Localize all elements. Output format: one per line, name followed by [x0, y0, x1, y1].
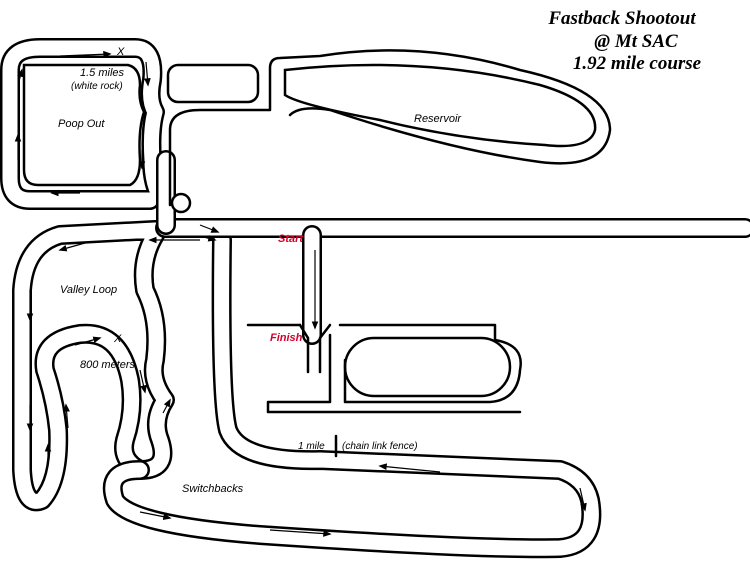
label-finish: Finish [270, 332, 303, 344]
label-1-5-miles: 1.5 miles [80, 67, 125, 79]
reservoir-road-outline [168, 49, 612, 207]
label-white-rock: (white rock) [71, 81, 123, 92]
label-poop-out: Poop Out [58, 118, 105, 130]
label-reservoir: Reservoir [414, 113, 462, 125]
title-line-2: @ Mt SAC [594, 31, 678, 52]
title-line-1: Fastback Shootout [547, 8, 696, 29]
finish-funnel [298, 323, 332, 374]
label-valley-loop: Valley Loop [60, 284, 117, 296]
marker-x-valley: X [113, 333, 122, 345]
island-small [166, 63, 260, 104]
label-switchbacks: Switchbacks [182, 483, 244, 495]
label-start: Start [278, 233, 304, 245]
reservoir-island [283, 63, 597, 148]
roundabout [170, 192, 192, 214]
stadium-outline [246, 323, 522, 414]
label-1-mile: 1 mile [298, 441, 325, 452]
trail-network [0, 38, 750, 559]
label-800-meters: 800 meters [80, 359, 136, 371]
label-chain-link-fence: (chain link fence) [342, 441, 418, 452]
track-oval [343, 336, 512, 398]
poop-out-island [22, 63, 146, 187]
direction-arrows [14, 50, 587, 537]
title-line-3: 1.92 mile course [573, 53, 702, 74]
marker-x-top: X [116, 46, 125, 58]
